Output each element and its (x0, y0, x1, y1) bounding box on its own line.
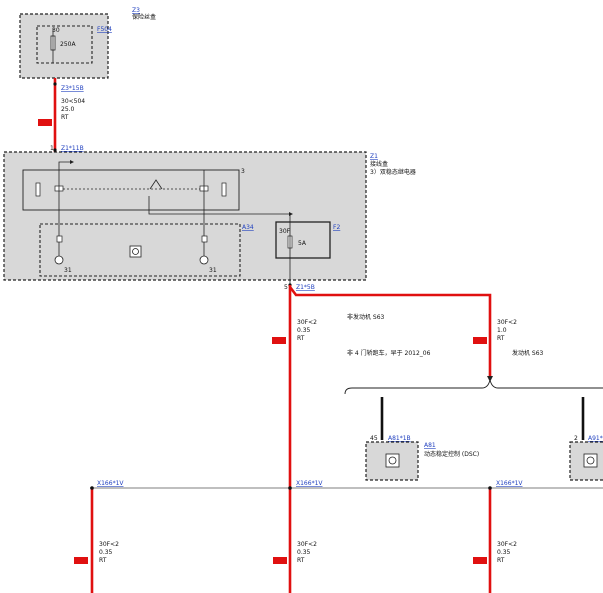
bottom-middle-color: RT (297, 557, 305, 564)
brace-arrowhead (487, 376, 493, 382)
wire-branch-right[interactable] (288, 286, 492, 378)
a34-module (39, 223, 241, 277)
a34-ground-label-left: 31 (64, 267, 72, 274)
note-non-engine: 非发动机 S63 (347, 313, 385, 321)
relay-to-fuse (148, 196, 290, 215)
relay-switch (149, 179, 163, 190)
w1-size: 25.0 (61, 106, 75, 113)
note-non-4door: 非 4 门轿跑车，早于 2012_06 (347, 349, 431, 357)
z3-name: 保险丝盒 (132, 13, 156, 21)
a34-sensor-icon (129, 245, 142, 258)
z3-exit-node (53, 82, 57, 86)
w1-color: RT (61, 114, 69, 121)
a34-sensor-dot (132, 248, 139, 255)
w2-size: 0.35 (297, 327, 311, 334)
relay-frame (22, 169, 240, 211)
z3-fuse-box (19, 13, 109, 79)
a34-switch-right (201, 235, 208, 243)
w1-circuit: 30<504 (61, 98, 85, 105)
a81-pin: 45 (370, 435, 378, 442)
a81-sensor-dot (388, 456, 397, 465)
z1-connector-in[interactable]: Z1*11B (61, 145, 84, 152)
bottom-middle-circuit: 30F<2 (297, 541, 317, 548)
bottom-left-circuit: 30F<2 (99, 541, 119, 548)
z3-fuse-rating: 250A (60, 41, 76, 48)
z3-fuse-inner-frame (36, 25, 93, 64)
bottom-left-color: RT (99, 557, 107, 564)
right-module-icon (583, 453, 598, 468)
note-engine: 发动机 S63 (512, 349, 544, 357)
right-module-connector[interactable]: A91* (588, 435, 603, 442)
a81-name: 动态稳定控制 (DSC) (424, 450, 479, 458)
bottom-left-size: 0.35 (99, 549, 113, 556)
z1-connector-out[interactable]: Z1*5B (296, 284, 315, 291)
z1-entry-node (53, 148, 57, 152)
w3-size: 1.0 (497, 327, 507, 334)
z3-fuse-link[interactable]: F504 (97, 26, 112, 33)
bottom-middle-size: 0.35 (297, 549, 311, 556)
f2-fuse-rating: 5A (298, 240, 307, 247)
f2-fuse-pin: 30F (279, 228, 291, 235)
bottom-middle-connector[interactable]: X166*1V (296, 480, 323, 487)
z1-pin-out: 5 (284, 284, 288, 291)
right-module-pin: 2 (574, 435, 578, 442)
f2-link[interactable]: F2 (333, 224, 340, 231)
w1-connector[interactable]: Z3*15B (61, 85, 84, 92)
w3-color: RT (497, 335, 505, 342)
bottom-right-color: RT (497, 557, 505, 564)
bottom-middle-flag (273, 557, 287, 564)
w2-color-flag (272, 337, 286, 344)
a81-connector[interactable]: A81*1B (388, 435, 411, 442)
bottom-right-size: 0.35 (497, 549, 511, 556)
z1-pin-in: 1 (50, 145, 54, 152)
z1-note: 3）双稳态继电器 (370, 168, 416, 176)
a34-ground-right (199, 255, 209, 265)
relay-contact-left (35, 182, 41, 197)
w1-color-flag (38, 119, 52, 126)
z3-id[interactable]: Z3 (132, 7, 140, 14)
w3-circuit: 30F<2 (497, 319, 517, 326)
a81-sensor-icon (385, 453, 400, 468)
a34-ground-left (54, 255, 64, 265)
a34-switch-left (56, 235, 63, 243)
bottom-node-right (488, 486, 492, 490)
feed-arrowhead (70, 160, 74, 164)
bottom-left-connector[interactable]: X166*1V (97, 480, 124, 487)
a81-link[interactable]: A81 (424, 442, 436, 449)
bottom-node-middle (288, 486, 292, 490)
z1-id[interactable]: Z1 (370, 153, 378, 160)
right-module-icon-dot (586, 456, 595, 465)
a34-link[interactable]: A34 (242, 224, 254, 231)
bottom-right-flag (473, 557, 487, 564)
bottom-node-left (90, 486, 94, 490)
bottom-right-connector[interactable]: X166*1V (496, 480, 523, 487)
relay-feed-arrow (58, 161, 70, 170)
option-brace (344, 379, 603, 395)
bottom-right-circuit: 30F<2 (497, 541, 517, 548)
a34-ground-label-right: 31 (209, 267, 217, 274)
z1-junction-box (3, 151, 367, 281)
relay-pin-label: 3 (241, 168, 245, 175)
z1-name: 接线盒 (370, 160, 388, 168)
bottom-left-flag (74, 557, 88, 564)
z3-fuse-pin: 30 (52, 27, 60, 34)
w2-color: RT (297, 335, 305, 342)
w2-circuit: 30F<2 (297, 319, 317, 326)
f2-fuse-box (275, 221, 331, 259)
w3-color-flag (473, 337, 487, 344)
relay-contact-right (221, 182, 227, 197)
